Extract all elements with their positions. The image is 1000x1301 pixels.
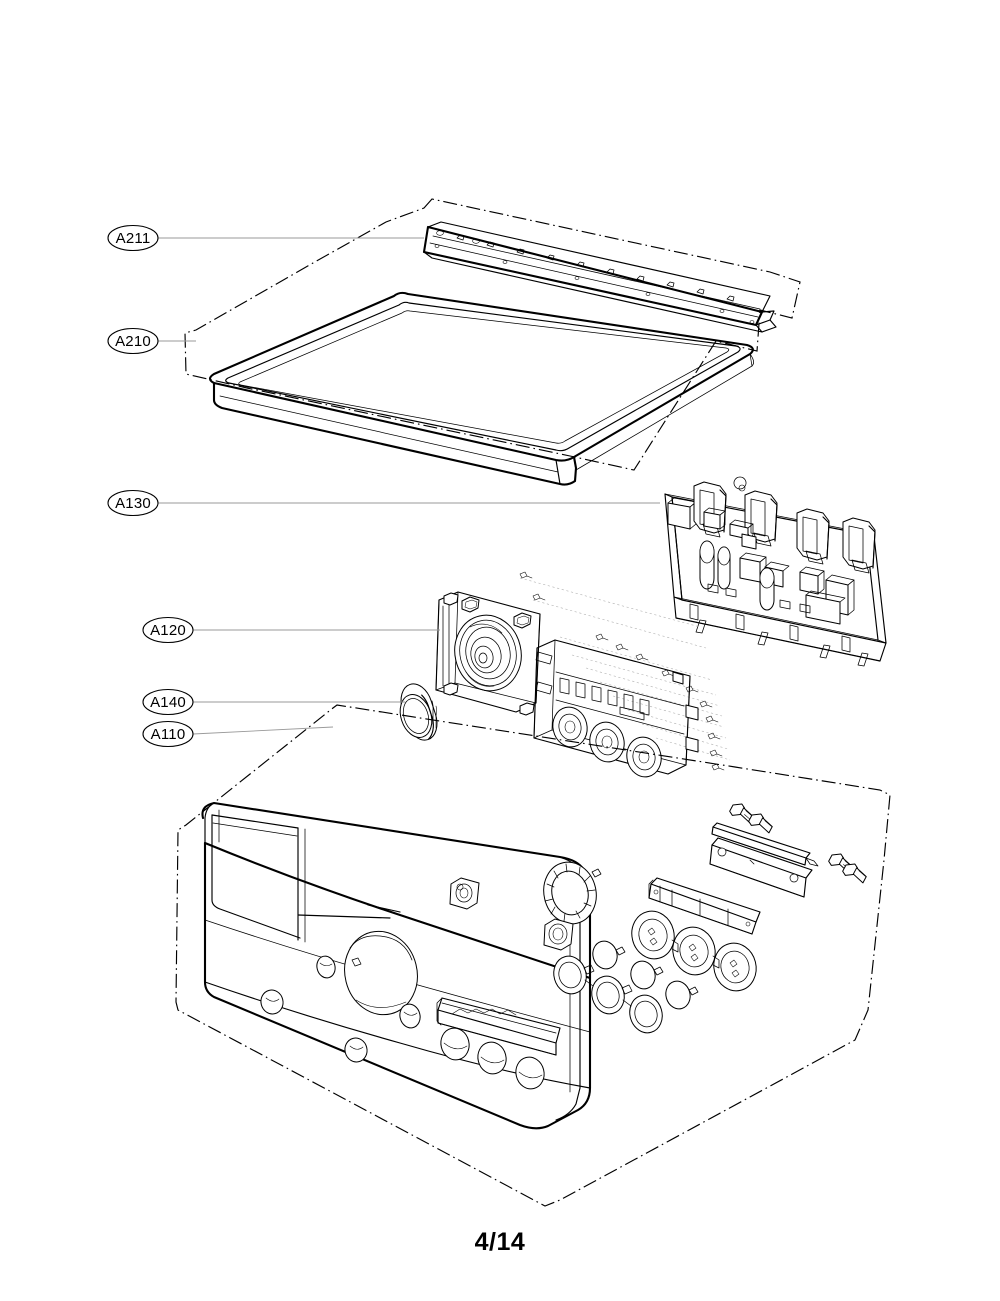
- rotary-encoder: [454, 614, 522, 692]
- callout-label: A140: [150, 694, 186, 711]
- part-a140-knob: [399, 683, 438, 741]
- switch-row: [555, 671, 685, 735]
- button-openings: [440, 1027, 545, 1090]
- loose-caps: [592, 940, 699, 1010]
- small-holes: [260, 877, 480, 1063]
- group-top-plate-envelope: [184, 198, 801, 471]
- light-guide-bar: [648, 877, 761, 935]
- sub-dials: [552, 706, 662, 778]
- page-number: 4/14: [474, 1228, 526, 1256]
- leader-line: [192, 726, 334, 735]
- callout-balloon[interactable]: [107, 489, 159, 517]
- callout-label: A211: [116, 230, 151, 247]
- callout-label: A210: [115, 333, 151, 350]
- main-dial-opening: [344, 930, 418, 1016]
- callout-balloon[interactable]: [107, 224, 159, 252]
- callout-balloon[interactable]: [142, 720, 194, 748]
- socket-square: [543, 918, 574, 951]
- callout-label: A120: [150, 622, 186, 639]
- part-a120-control-frame: [435, 571, 731, 778]
- assembly-guide-lines: [519, 577, 731, 761]
- screws: [729, 803, 867, 884]
- part-a110-front-panel: [201, 801, 592, 1130]
- callout-balloon[interactable]: [107, 327, 159, 355]
- mount-bracket-plate: [709, 837, 813, 898]
- callout-label: A110: [151, 726, 186, 743]
- callout-a140[interactable]: A140: [142, 688, 405, 716]
- group-front-panel-envelope: [175, 704, 891, 1207]
- group-small-parts: [543, 803, 867, 1034]
- part-a210-top-plate: [208, 291, 754, 486]
- callout-a211[interactable]: A211: [107, 224, 424, 252]
- callout-a130[interactable]: A130: [107, 489, 660, 517]
- callout-a210[interactable]: A210: [107, 327, 196, 355]
- bezel-ring: [543, 861, 602, 925]
- callout-balloon[interactable]: [142, 688, 194, 716]
- part-a211-rail-bracket: [422, 221, 777, 333]
- button-cap-rings: [553, 955, 663, 1034]
- knob-cluster: [631, 910, 757, 992]
- thin-bar-upper: [711, 822, 819, 867]
- callout-balloon[interactable]: [142, 616, 194, 644]
- mount-bosses: [443, 592, 535, 716]
- capacitors: [699, 540, 775, 611]
- part-a130-pcb-assembly: [664, 476, 887, 667]
- guide-screws: [519, 571, 725, 771]
- callout-a120[interactable]: A120: [142, 616, 440, 644]
- callout-a110[interactable]: A110: [142, 720, 334, 748]
- callout-label: A130: [115, 495, 151, 512]
